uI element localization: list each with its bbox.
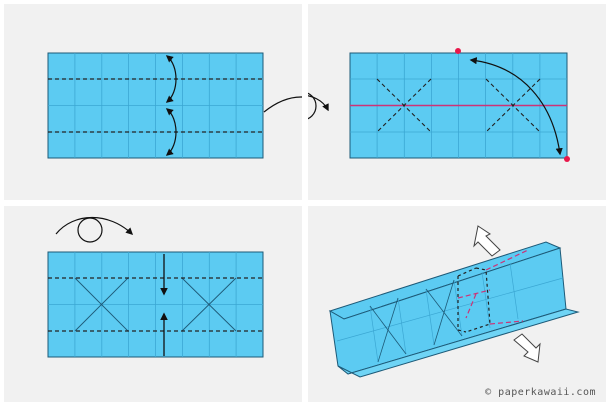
step-2-diagram bbox=[308, 48, 570, 162]
reference-dot-icon bbox=[455, 48, 570, 162]
step-1-diagram bbox=[47, 52, 302, 159]
turn-over-icon bbox=[263, 96, 302, 113]
turn-over-icon bbox=[55, 216, 134, 243]
step-3-diagram bbox=[47, 216, 264, 358]
step-1-panel bbox=[4, 4, 302, 200]
step-3-panel bbox=[4, 206, 302, 402]
step-2-panel bbox=[308, 4, 606, 200]
folded-tube bbox=[328, 241, 580, 378]
step-4-panel bbox=[308, 206, 606, 402]
fold-arrow-icon bbox=[469, 57, 563, 156]
paper-sheet bbox=[47, 52, 264, 159]
fold-arrow-icon bbox=[165, 55, 177, 156]
credit-text: © paperkawaii.com bbox=[485, 387, 596, 398]
paper-sheet bbox=[349, 52, 568, 159]
push-arrow-icon bbox=[473, 225, 541, 363]
turn-over-icon bbox=[308, 92, 329, 120]
paper-sheet bbox=[47, 251, 264, 358]
step-4-diagram bbox=[328, 225, 580, 378]
